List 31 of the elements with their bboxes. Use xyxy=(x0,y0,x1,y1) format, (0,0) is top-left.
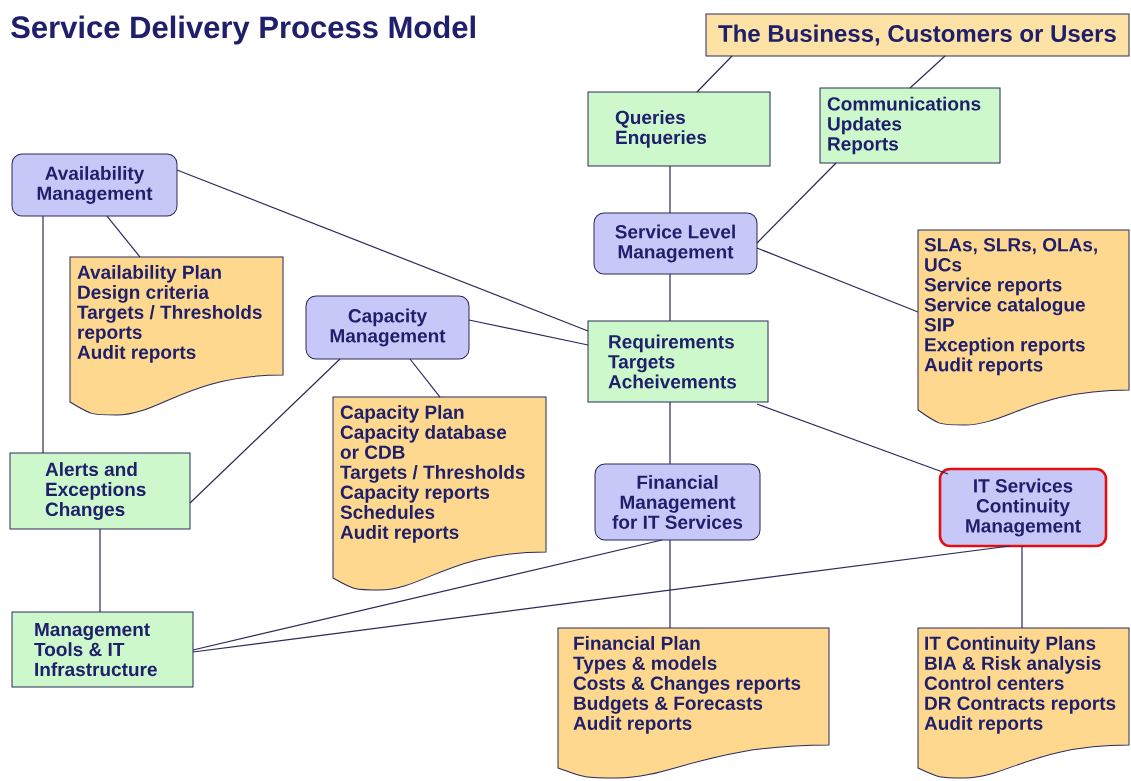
connector-line xyxy=(669,539,671,629)
info-box: Requirements Targets Acheivements xyxy=(587,320,769,403)
connector-line xyxy=(189,358,341,504)
connector-line xyxy=(669,273,671,322)
actor-box: The Business, Customers or Users xyxy=(705,13,1130,57)
process-box: Availability Management xyxy=(11,153,178,217)
connector-line xyxy=(192,539,663,651)
title: Service Delivery Process Model xyxy=(11,15,475,45)
connector-line xyxy=(99,528,101,613)
connector-line xyxy=(192,545,1011,653)
connector-line xyxy=(669,401,671,465)
connector-line xyxy=(106,215,141,258)
process-box: Capacity Management xyxy=(305,295,470,360)
connector-line xyxy=(756,162,837,244)
process-box: Financial Management for IT Services xyxy=(594,463,761,541)
connector-line xyxy=(909,55,946,89)
connector-line xyxy=(756,247,919,313)
info-box: Queries Enqueries xyxy=(587,91,771,167)
connector-line xyxy=(696,55,733,93)
connector-line xyxy=(1021,545,1023,629)
process-box: Service Level Management xyxy=(593,212,758,275)
info-box: Communications Updates Reports xyxy=(819,87,1001,164)
info-box: Alerts and Exceptions Changes xyxy=(9,452,191,530)
connector-line xyxy=(669,165,671,214)
connector-line xyxy=(176,169,589,332)
connector-line xyxy=(468,319,589,346)
connector-line xyxy=(756,403,949,475)
process-box: IT Services Continuity Management xyxy=(938,467,1108,548)
connector-line xyxy=(42,215,44,454)
connector-line xyxy=(409,358,441,398)
info-box: Management Tools & IT Infrastructure xyxy=(11,611,194,688)
